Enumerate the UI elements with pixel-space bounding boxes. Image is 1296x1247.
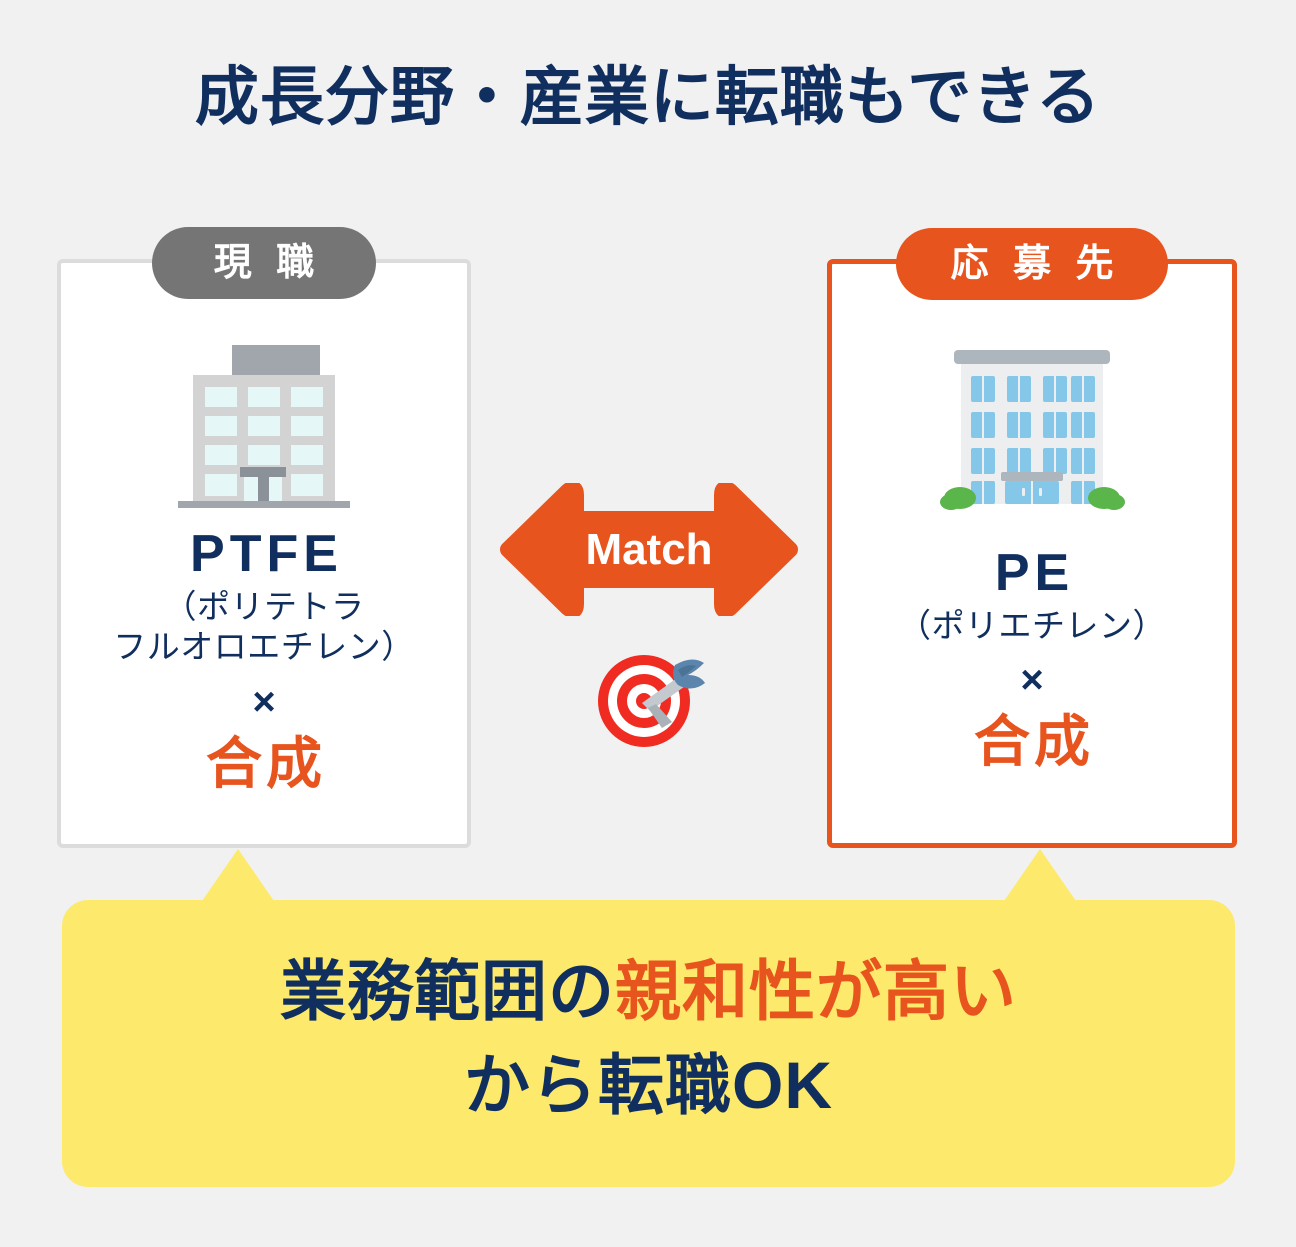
callout-line-1: 業務範囲の親和性が高い xyxy=(62,945,1235,1039)
callout-line1-highlight: 親和性が高い xyxy=(615,954,1017,1028)
target-process-label: 合成 xyxy=(974,710,1094,774)
callout-line-2: から転職OK xyxy=(464,1047,833,1122)
current-polymer-abbr: PTFE xyxy=(190,525,343,583)
callout-text: 業務範囲の親和性が高い から転職OK xyxy=(62,945,1235,1132)
double-headed-arrow-icon xyxy=(500,483,798,616)
callout-pointer-left xyxy=(202,849,274,901)
current-job-badge: 現 職 xyxy=(152,227,376,299)
office-building-blue-icon xyxy=(832,332,1232,522)
target-job-details: PE （ポリエチレン） × 合成 xyxy=(832,544,1232,776)
page-title: 成長分野・産業に転職もできる xyxy=(194,61,1102,133)
target-job-card: 応 募 先 xyxy=(827,228,1237,848)
current-polymer-fullname-line1: （ポリテトラ xyxy=(163,588,365,626)
dart-target-icon xyxy=(598,655,705,747)
target-polymer-fullname-line1: （ポリエチレン） xyxy=(898,607,1166,645)
current-job-details: PTFE （ポリテトラ フルオロエチレン） × 合成 xyxy=(61,525,467,797)
current-job-card: 現 職 xyxy=(57,227,471,848)
target-polymer-abbr: PE xyxy=(994,544,1075,602)
target-polymer-fullname: （ポリエチレン） xyxy=(832,606,1232,646)
current-process-label: 合成 xyxy=(206,731,326,795)
callout-box xyxy=(62,900,1235,1187)
current-polymer-fullname-line2: フルオロエチレン） xyxy=(113,628,415,666)
target-job-badge: 応 募 先 xyxy=(896,228,1168,300)
target-operator-symbol: × xyxy=(1020,658,1044,703)
office-building-gray-icon xyxy=(61,331,467,521)
current-operator-symbol: × xyxy=(252,679,276,724)
callout-pointer-right xyxy=(1004,849,1076,901)
callout-line1-plain: 業務範囲の xyxy=(280,954,615,1028)
current-polymer-fullname: （ポリテトラ フルオロエチレン） xyxy=(61,587,467,668)
